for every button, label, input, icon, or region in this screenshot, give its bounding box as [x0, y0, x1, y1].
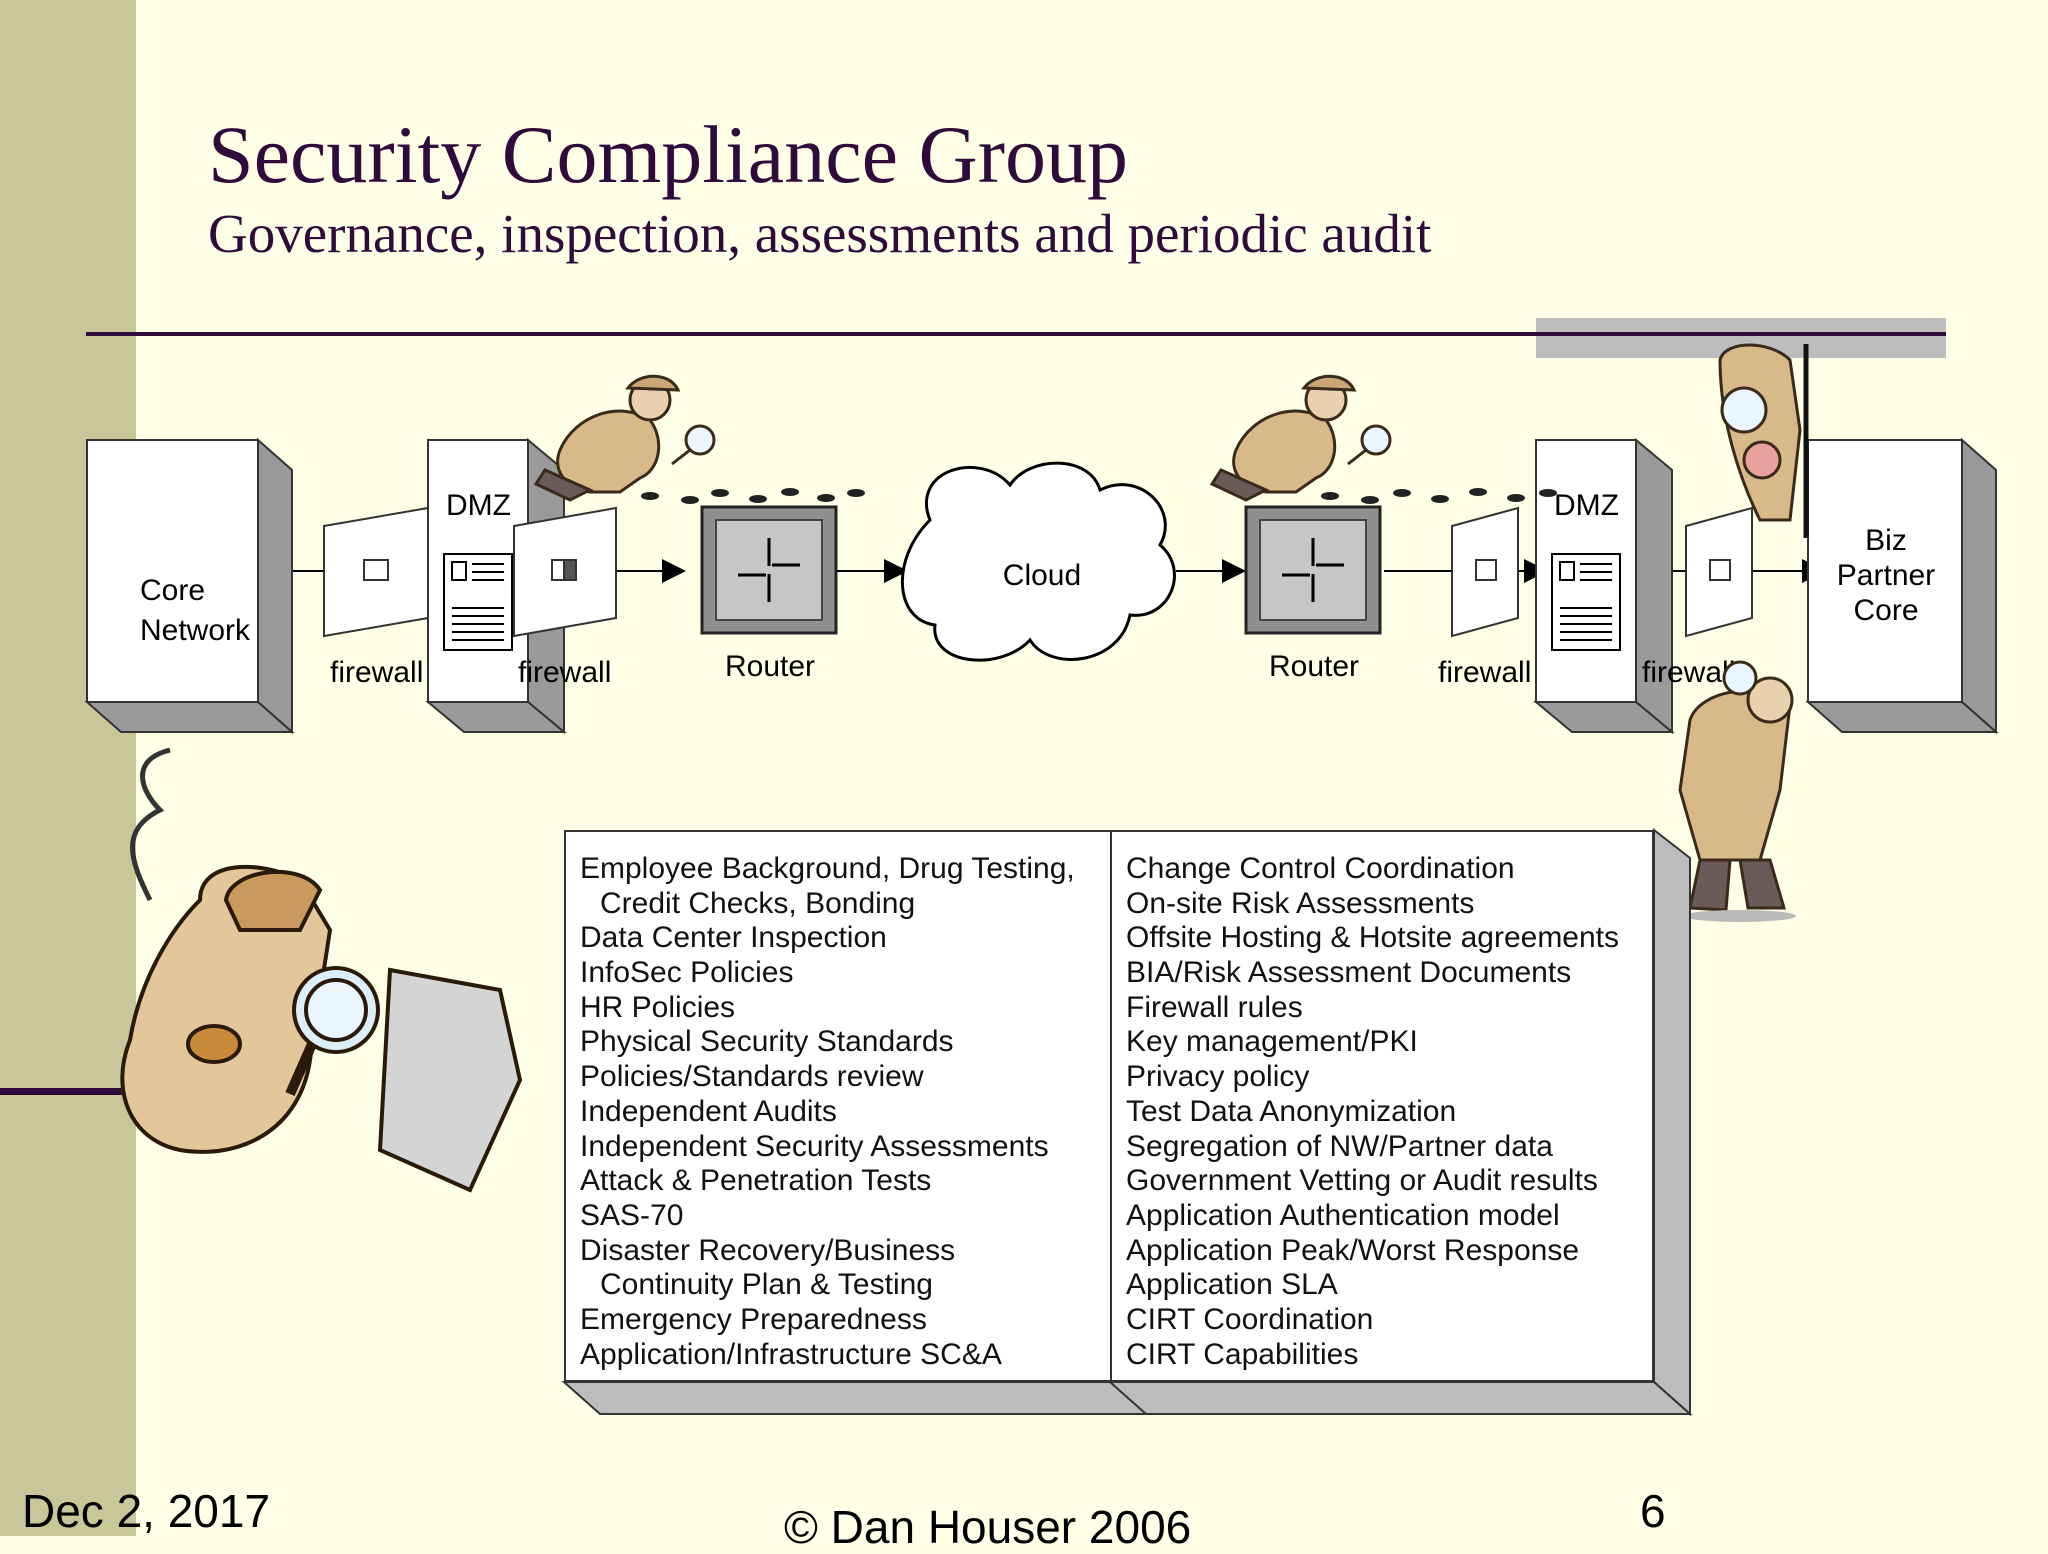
list-item: Policies/Standards review	[580, 1060, 924, 1094]
list-item: Independent Security Assessments	[580, 1129, 1049, 1163]
list-item: Attack & Penetration Tests	[580, 1164, 932, 1198]
list-item: BIA/Risk Assessment Documents	[1126, 956, 1572, 990]
list-item: Application SLA	[1126, 1268, 1338, 1302]
dmz-left-label: DMZ	[446, 489, 511, 522]
column-divider	[1110, 832, 1112, 1380]
list-item: SAS-70	[580, 1198, 684, 1232]
list-item: Firewall rules	[1126, 990, 1303, 1024]
router-right-label: Router	[1269, 650, 1359, 683]
dmz-left-box: DMZ	[425, 437, 567, 735]
checklist-left-column: Employee Background, Drug Testing, Credi…	[580, 852, 1075, 1372]
dmz-right-box: DMZ	[1533, 437, 1675, 735]
checklist-table: Employee Background, Drug Testing, Credi…	[564, 830, 1654, 1382]
firewall-icon	[1685, 506, 1753, 638]
firewall-label: firewall	[330, 656, 423, 689]
list-item: Independent Audits	[580, 1094, 837, 1128]
list-item: Offsite Hosting & Hotsite agreements	[1126, 921, 1620, 955]
router-left-label: Router	[725, 650, 815, 683]
list-item: HR Policies	[580, 990, 736, 1024]
list-item: Government Vetting or Audit results	[1126, 1164, 1598, 1198]
list-item: Continuity Plan & Testing	[600, 1268, 933, 1302]
router-icon	[1244, 505, 1382, 635]
core-network-label: Core	[140, 574, 205, 607]
server-icon	[1551, 553, 1621, 651]
footprints-icon	[641, 488, 1557, 504]
list-item: Test Data Anonymization	[1126, 1094, 1457, 1128]
list-item: On-site Risk Assessments	[1126, 886, 1475, 920]
footer-copyright: © Dan Houser 2006	[784, 1501, 1192, 1553]
list-item: Disaster Recovery/Business	[580, 1233, 956, 1267]
checklist-right-column: Change Control Coordination On-site Risk…	[1126, 852, 1619, 1372]
firewall-icon	[513, 506, 617, 638]
core-network-label-2: Network	[140, 614, 251, 647]
router-icon	[700, 505, 838, 635]
firewall-icon	[1451, 506, 1519, 638]
list-item: Key management/PKI	[1126, 1025, 1418, 1059]
biz-partner-label-2: Partner	[1837, 559, 1935, 592]
biz-partner-label: Biz	[1865, 524, 1907, 557]
footer-date: Dec 2, 2017	[22, 1485, 271, 1537]
title-rule	[86, 332, 1946, 336]
firewall-icon	[323, 506, 429, 638]
left-rule	[0, 1088, 136, 1095]
list-item: Emergency Preparedness	[580, 1302, 927, 1336]
list-item: Application Authentication model	[1126, 1198, 1560, 1232]
list-item: Employee Background, Drug Testing,	[580, 852, 1075, 885]
list-item: InfoSec Policies	[580, 956, 794, 990]
page-number: 6	[1640, 1485, 1666, 1537]
detective-crouching-icon	[1209, 374, 1392, 502]
list-item: Data Center Inspection	[580, 921, 887, 955]
server-icon	[443, 553, 513, 651]
cloud-label: Cloud	[1003, 559, 1081, 592]
firewall-label: firewall	[1438, 656, 1531, 689]
list-item: Privacy policy	[1126, 1060, 1310, 1094]
list-item: Segregation of NW/Partner data	[1126, 1129, 1553, 1163]
detective-standing-icon	[1678, 660, 1796, 922]
left-accent-bar	[0, 0, 136, 1536]
firewall-label: firewall	[518, 656, 611, 689]
list-item: Application/Infrastructure SC&A	[580, 1337, 1002, 1371]
detective-large-icon	[120, 747, 523, 1193]
list-item: CIRT Capabilities	[1126, 1337, 1359, 1371]
list-item: Credit Checks, Bonding	[600, 886, 916, 920]
list-item: Change Control Coordination	[1126, 852, 1515, 885]
list-item: CIRT Coordination	[1126, 1302, 1374, 1336]
firewall-label: firewall	[1642, 656, 1735, 689]
dmz-right-label: DMZ	[1554, 489, 1619, 522]
list-item: Application Peak/Worst Response	[1126, 1233, 1580, 1267]
biz-partner-box: Biz Partner Core	[1805, 437, 1999, 735]
detective-peeking-icon	[1718, 343, 1809, 538]
core-network-box: Core Network	[84, 437, 295, 735]
biz-partner-label-3: Core	[1853, 594, 1918, 627]
detective-crouching-icon	[533, 374, 716, 502]
slide-subtitle: Governance, inspection, assessments and …	[208, 203, 1432, 264]
slide-title: Security Compliance Group	[208, 109, 1129, 200]
list-item: Physical Security Standards	[580, 1025, 954, 1059]
cloud-icon	[900, 461, 1176, 662]
